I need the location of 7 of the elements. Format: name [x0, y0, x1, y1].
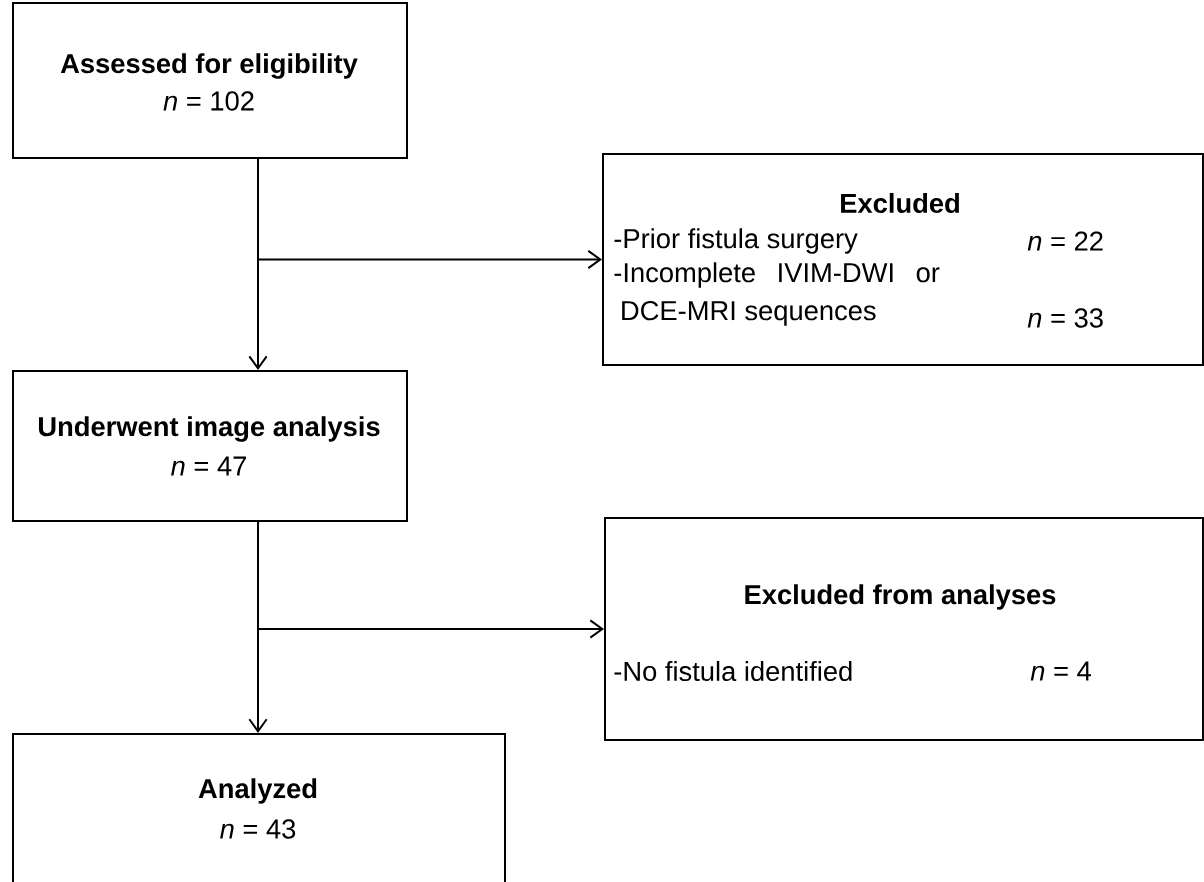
- flow-box: Excluded from analyses -No fistula identified n = 4: [604, 517, 1204, 741]
- flow-box: Underwent image analysis n = 47: [12, 370, 408, 522]
- flow-box: Analyzed n = 43: [12, 733, 506, 882]
- arrow: [257, 521, 604, 639]
- arrow: [257, 158, 602, 270]
- flow-box: Assessed for eligibility n = 102: [12, 2, 408, 159]
- flow-box: Excluded -Prior fistula surgery n = 22 -Incomplete IVIM-DWI or DCE-MRI sequences n = 33: [602, 153, 1204, 366]
